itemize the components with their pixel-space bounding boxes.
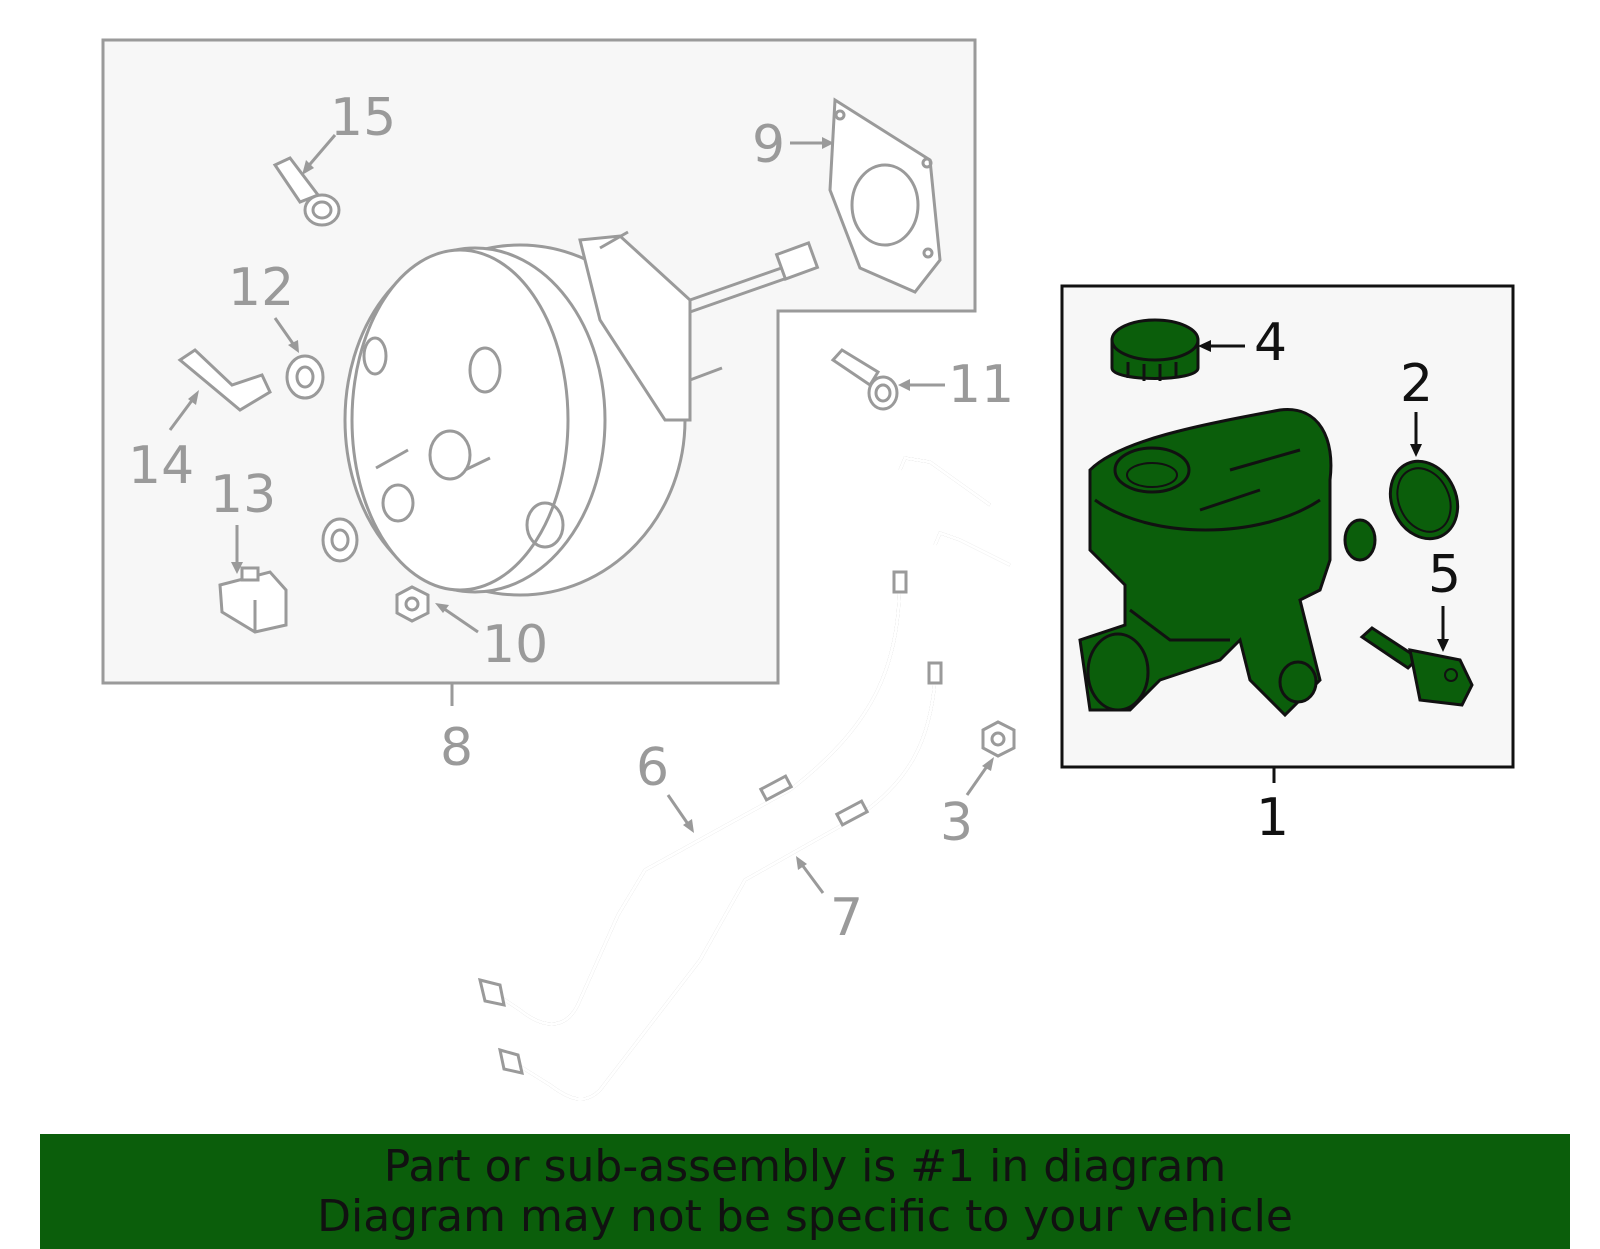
callout-4: 4 <box>1254 313 1287 373</box>
gasket <box>828 97 942 294</box>
bolt-11 <box>830 348 899 411</box>
callout-9: 9 <box>752 115 785 175</box>
grommet-12 <box>285 354 325 400</box>
banner-line-2: Diagram may not be specific to your vehi… <box>317 1191 1293 1242</box>
callout-6: 6 <box>636 738 669 798</box>
callout-14: 14 <box>128 436 194 496</box>
callout-1: 1 <box>1256 788 1289 848</box>
leader-arrows-gray <box>168 134 994 894</box>
nut-10 <box>395 585 430 623</box>
callout-12: 12 <box>228 258 294 318</box>
callout-15: 15 <box>330 88 396 148</box>
callout-11: 11 <box>948 355 1014 415</box>
nut-3 <box>981 720 1016 758</box>
banner-line-1: Part or sub-assembly is #1 in diagram <box>383 1141 1227 1192</box>
info-banner: Part or sub-assembly is #1 in diagram Di… <box>40 1134 1570 1249</box>
hose-fitting-14 <box>177 348 272 412</box>
brake-line-6 <box>477 456 991 1026</box>
brake-line-7 <box>498 531 1011 1101</box>
sensor-5 <box>1359 626 1474 707</box>
bolt-15 <box>272 156 341 227</box>
callout-7: 7 <box>830 888 863 948</box>
callout-5: 5 <box>1428 545 1461 605</box>
leader-arrows-black <box>1198 340 1449 652</box>
grommet <box>321 517 359 563</box>
master-cylinder <box>1078 408 1377 718</box>
callout-8: 8 <box>440 718 473 778</box>
callout-2: 2 <box>1400 354 1433 414</box>
reservoir-cap <box>1110 318 1200 381</box>
brake-booster <box>343 230 820 597</box>
sensor-13 <box>218 566 288 634</box>
callout-10: 10 <box>482 615 548 675</box>
callout-3: 3 <box>940 793 973 853</box>
callout-13: 13 <box>210 465 276 525</box>
seal <box>1388 459 1460 541</box>
